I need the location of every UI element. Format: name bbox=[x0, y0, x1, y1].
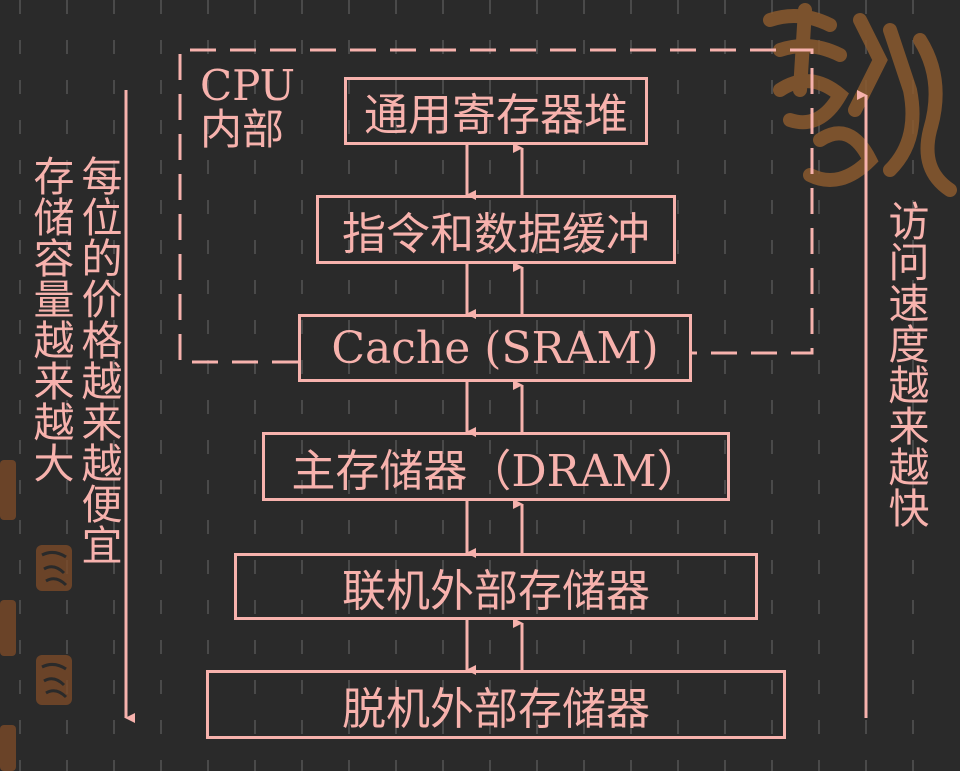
cpu-boundary bbox=[178, 48, 814, 364]
main-memory-label: 主存储器（DRAM） bbox=[291, 445, 701, 497]
seal-stamp-5 bbox=[0, 725, 16, 771]
cache-box: Cache (SRAM) bbox=[298, 314, 692, 382]
seal-stamp-1 bbox=[0, 460, 16, 520]
main-memory-box: 主存储器（DRAM） bbox=[262, 432, 730, 501]
online-storage-label: 联机外部存储器 bbox=[342, 565, 650, 617]
cache-label: Cache (SRAM) bbox=[331, 322, 659, 374]
instruction-data-buffer-box: 指令和数据缓冲 bbox=[316, 195, 676, 264]
seal-stamp-4 bbox=[36, 655, 72, 705]
instruction-data-buffer-label: 指令和数据缓冲 bbox=[342, 208, 650, 260]
offline-storage-label: 脱机外部存储器 bbox=[342, 683, 650, 735]
speed-trend-text: 访问速度越来越快 bbox=[881, 200, 929, 528]
seal-stamp-2 bbox=[36, 545, 72, 591]
capacity-trend-text: 存储容量越来越大 bbox=[26, 155, 74, 483]
cpu-label-line1: CPU bbox=[200, 61, 296, 110]
offline-storage-box: 脱机外部存储器 bbox=[206, 670, 786, 739]
register-file-label: 通用寄存器堆 bbox=[364, 90, 628, 141]
price-trend-text: 每位的价格越来越便宜 bbox=[74, 155, 122, 565]
cpu-label-line2: 内部 bbox=[200, 105, 285, 154]
seal-stamp-3 bbox=[0, 600, 16, 656]
online-storage-box: 联机外部存储器 bbox=[234, 553, 758, 620]
cpu-internal-label: CPU 内部 bbox=[200, 64, 295, 152]
register-file-box: 通用寄存器堆 bbox=[344, 77, 648, 145]
